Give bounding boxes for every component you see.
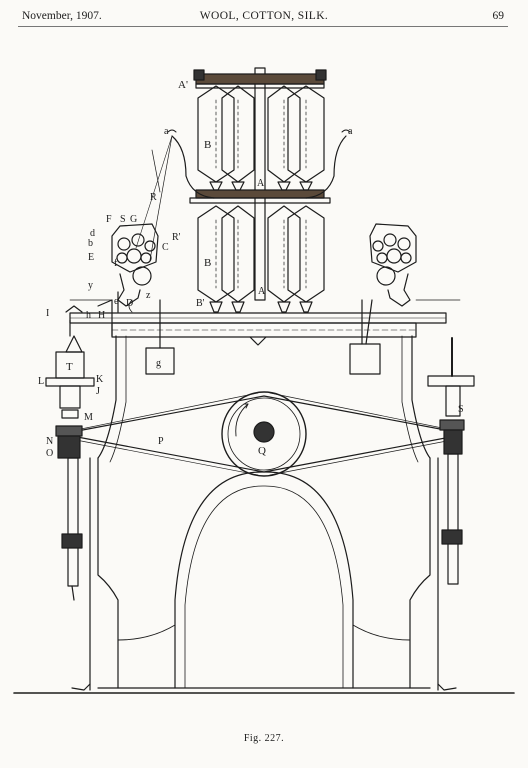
left-bracket xyxy=(65,291,119,337)
thread-guides xyxy=(135,129,351,261)
header-title: WOOL, COTTON, SILK. xyxy=(199,10,329,22)
label-B-low: B xyxy=(204,257,211,269)
label-g: g xyxy=(156,358,161,369)
reference-letters: a a A' A A B B B' R R' F S G d b E f C y… xyxy=(38,79,464,459)
label-M: M xyxy=(84,412,93,423)
label-A-low: A xyxy=(258,286,266,297)
label-P: P xyxy=(158,436,164,447)
drive-belt xyxy=(71,392,457,476)
label-a-right: a xyxy=(348,126,353,137)
label-O: O xyxy=(46,448,53,459)
label-N: N xyxy=(46,436,53,447)
header-date: November, 1907. xyxy=(22,10,102,22)
label-C: C xyxy=(162,242,169,253)
label-S: S xyxy=(120,214,126,225)
label-F: F xyxy=(106,214,112,225)
label-A-mid: A xyxy=(257,178,265,189)
label-R: R xyxy=(150,192,157,203)
header-rule xyxy=(18,26,508,27)
label-B-top: B xyxy=(204,139,211,151)
label-L: L xyxy=(38,376,44,387)
figure-caption: Fig. 227. xyxy=(243,733,285,744)
pulley-Q xyxy=(221,391,307,477)
central-spindle xyxy=(189,67,331,301)
label-E: E xyxy=(88,252,94,263)
horizontal-beam xyxy=(69,299,461,346)
label-b: b xyxy=(88,238,93,249)
label-K: K xyxy=(96,374,104,385)
lower-bobbins xyxy=(197,205,325,313)
label-z: z xyxy=(146,290,151,301)
right-gear-head xyxy=(369,223,417,307)
weights xyxy=(145,299,381,375)
label-h: h xyxy=(86,310,91,321)
left-gear-head xyxy=(111,223,159,313)
label-T: T xyxy=(66,361,73,373)
label-J: J xyxy=(96,386,100,397)
label-S-right: S xyxy=(458,404,464,415)
label-R-prime: R' xyxy=(172,232,181,243)
label-G: G xyxy=(130,214,137,225)
machine-frame xyxy=(13,335,515,694)
right-spindle xyxy=(427,337,475,585)
label-e: e xyxy=(114,296,119,307)
page-header: November, 1907. WOOL, COTTON, SILK. 69 xyxy=(0,10,528,28)
page-number: 69 xyxy=(492,10,505,22)
label-Q: Q xyxy=(258,445,266,457)
label-I: I xyxy=(46,308,49,319)
label-f: f xyxy=(114,258,118,269)
label-a-left: a xyxy=(164,126,169,137)
label-d: d xyxy=(90,228,95,239)
left-spindle xyxy=(45,319,95,601)
label-B-prime: B' xyxy=(196,298,205,309)
upper-bobbins xyxy=(197,85,325,191)
label-D: D xyxy=(126,298,133,309)
label-H: H xyxy=(98,310,105,321)
label-y: y xyxy=(88,280,93,291)
label-A-prime: A' xyxy=(178,79,188,91)
